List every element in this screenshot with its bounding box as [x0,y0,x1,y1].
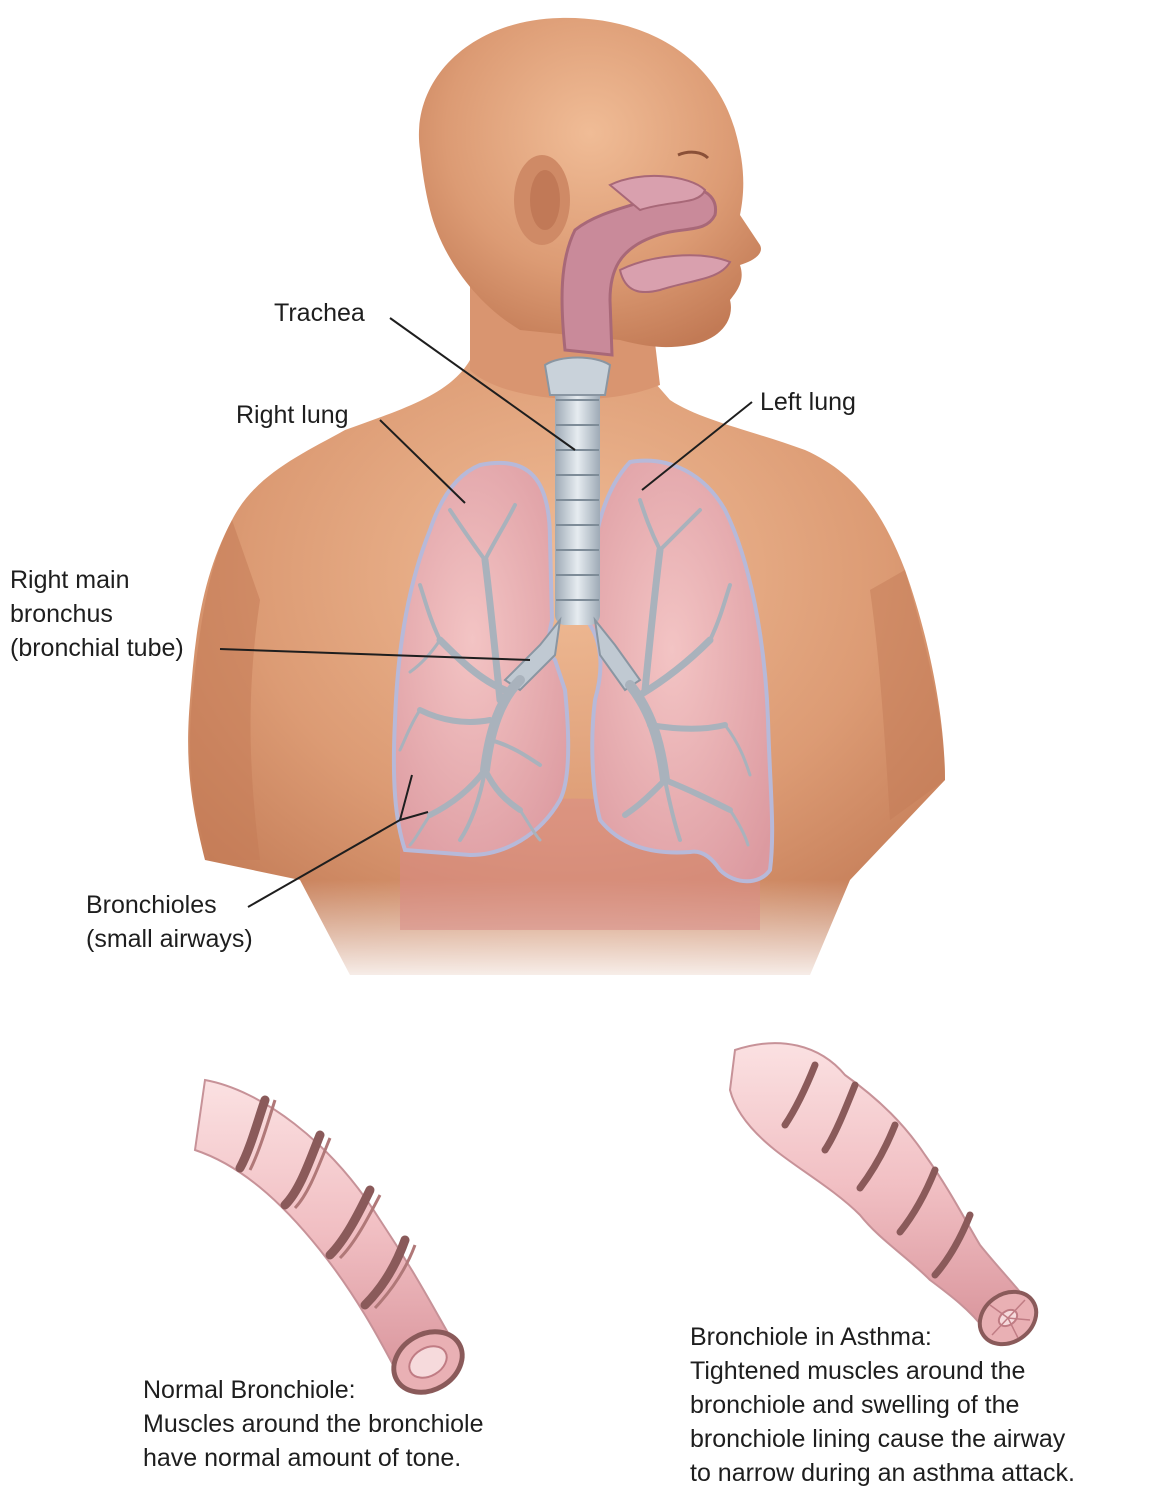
caption-normal-title: Normal Bronchiole: [143,1373,483,1407]
asthma-bronchiole [730,1043,1046,1355]
normal-bronchiole [195,1080,473,1404]
label-bronchioles: Bronchioles (small airways) [86,888,253,956]
label-right-lung: Right lung [236,398,349,432]
caption-normal-bronchiole: Normal Bronchiole: Muscles around the br… [143,1373,483,1475]
label-left-lung: Left lung [760,385,856,419]
label-right-main-bronchus: Right main bronchus (bronchial tube) [10,563,184,665]
label-trachea: Trachea [274,296,365,330]
caption-asthma-title: Bronchiole in Asthma: [690,1320,1075,1354]
caption-asthma-bronchiole: Bronchiole in Asthma: Tightened muscles … [690,1320,1075,1490]
